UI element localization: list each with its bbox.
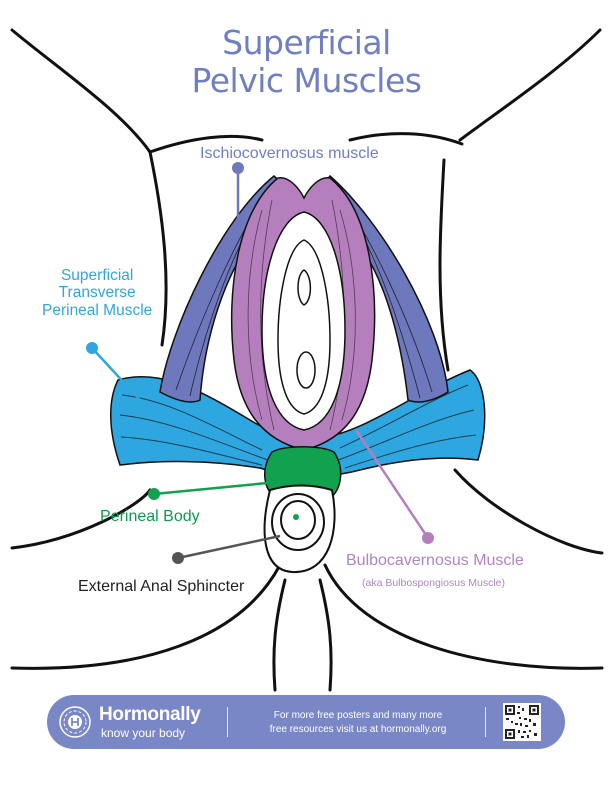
perineal-leader-dot bbox=[148, 488, 160, 500]
anal-leader-line bbox=[177, 534, 281, 560]
footer-banner: Hormonally know your body For more free … bbox=[47, 695, 565, 749]
perineal-leader-line bbox=[153, 479, 289, 496]
bulbo-leader-dot bbox=[422, 532, 434, 544]
gluteal-cleft bbox=[272, 578, 287, 692]
footer-divider bbox=[485, 707, 486, 737]
stp-label-line-2: Transverse bbox=[58, 284, 136, 302]
stp-label-line-1: Superficial bbox=[60, 267, 134, 284]
qr-code-icon[interactable] bbox=[503, 703, 541, 741]
leader-lines bbox=[86, 162, 434, 564]
right-thigh-outline bbox=[458, 28, 602, 142]
upper-contour bbox=[148, 134, 264, 154]
external-anal-sphincter bbox=[263, 484, 336, 574]
bulbocavernosus-muscle bbox=[230, 177, 376, 451]
superficial-transverse-perineal-label: Superficial Transverse Perineal Muscle bbox=[42, 267, 152, 319]
stp-label-line-3: Perineal Muscle bbox=[42, 301, 153, 319]
footer-info-line-2[interactable]: free resources visit us at hormonally.or… bbox=[269, 723, 447, 735]
right-inner-contour bbox=[438, 158, 450, 372]
hormonally-h-badge-icon[interactable] bbox=[59, 706, 91, 738]
bulbocavernosus-label: Bulbocavernosus Muscle bbox=[346, 552, 524, 569]
ischio-leader-dot bbox=[232, 162, 244, 174]
brand-name[interactable]: Hormonally bbox=[99, 704, 201, 725]
perineal-body-label: Perineal Body bbox=[100, 508, 200, 525]
bulbocavernosus-aka-label: (aka Bulbospongiosus Muscle) bbox=[362, 577, 505, 589]
ischiocavernosus-label: Ischiocovernosus muscle bbox=[200, 145, 379, 162]
page-title: Superficial Pelvic Muscles bbox=[0, 24, 613, 100]
vestibule bbox=[261, 211, 346, 431]
labia-minora-outline bbox=[277, 239, 331, 415]
footer-info-line-1: For more free posters and many more bbox=[273, 710, 443, 721]
left-inner-contour bbox=[148, 150, 168, 347]
anal-leader-dot bbox=[172, 552, 184, 564]
lower-left-outline bbox=[10, 563, 282, 670]
stp-leader-dot bbox=[86, 342, 98, 354]
lower-right-outline bbox=[323, 563, 604, 670]
title-line-1: Superficial bbox=[222, 23, 391, 62]
right-buttock-outline bbox=[453, 468, 604, 555]
urethral-opening bbox=[297, 269, 312, 306]
external-anal-sphincter-label: External Anal Sphincter bbox=[78, 578, 245, 595]
title-line-2: Pelvic Muscles bbox=[191, 61, 422, 100]
footer-divider bbox=[227, 707, 228, 737]
body-outline bbox=[10, 28, 604, 692]
brand-tagline: know your body bbox=[101, 726, 186, 740]
vaginal-opening bbox=[296, 351, 316, 389]
left-buttock-outline bbox=[10, 488, 152, 550]
bulbo-leader-line bbox=[354, 429, 430, 539]
left-thigh-outline bbox=[10, 28, 152, 154]
stp-leader-line bbox=[91, 347, 141, 401]
footer-info-text: For more free posters and many more free… bbox=[243, 709, 473, 736]
